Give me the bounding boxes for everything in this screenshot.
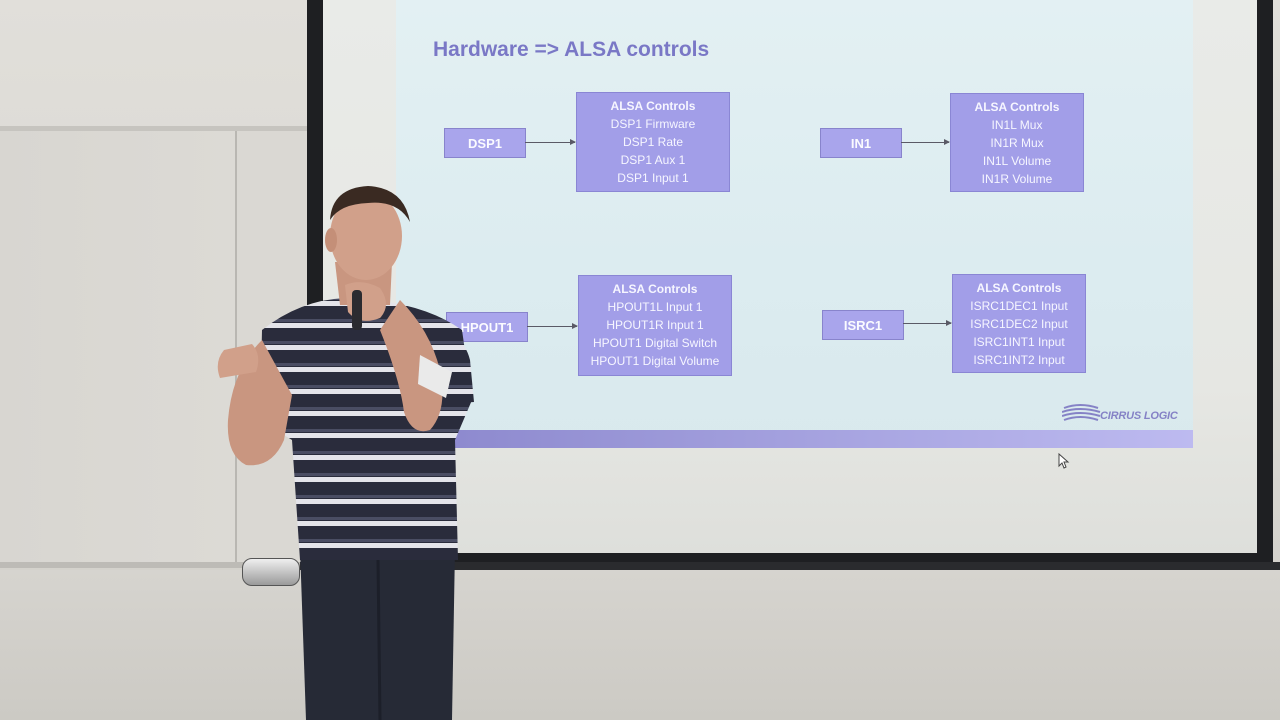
controls-header: ALSA Controls xyxy=(974,100,1060,114)
controls-box-hpout1: ALSA Controls HPOUT1L Input 1 HPOUT1R In… xyxy=(578,275,732,376)
projected-slide: Hardware => ALSA controls DSP1 ALSA Cont… xyxy=(396,0,1193,448)
control-item: DSP1 Rate xyxy=(622,135,684,149)
control-item: DSP1 Input 1 xyxy=(617,171,689,185)
arrow-in1 xyxy=(901,139,950,145)
control-item: DSP1 Aux 1 xyxy=(620,153,686,167)
control-item: ISRC1DEC2 Input xyxy=(970,317,1068,331)
mouse-pointer-icon xyxy=(1058,453,1070,469)
hardware-label: DSP1 xyxy=(468,135,502,151)
slide-title: Hardware => ALSA controls xyxy=(433,38,710,61)
control-item: ISRC1INT1 Input xyxy=(973,335,1065,349)
control-item: IN1L Mux xyxy=(991,118,1043,132)
hardware-box-hpout1: HPOUT1 xyxy=(446,312,528,342)
control-item: IN1L Volume xyxy=(982,154,1052,168)
lower-wall xyxy=(0,570,1280,720)
logo-text: CIRRUS LOGIC xyxy=(1100,410,1178,422)
control-item: DSP1 Firmware xyxy=(610,117,696,131)
hardware-label: IN1 xyxy=(850,135,872,151)
hardware-label: HPOUT1 xyxy=(460,319,514,335)
controls-header: ALSA Controls xyxy=(976,281,1062,295)
whiteboard-rail xyxy=(0,562,300,568)
whiteboard-ledge xyxy=(0,126,307,131)
controls-header: ALSA Controls xyxy=(612,282,698,296)
hardware-box-dsp1: DSP1 xyxy=(444,128,526,158)
control-item: HPOUT1 Digital Volume xyxy=(590,354,720,368)
hardware-box-in1: IN1 xyxy=(820,128,902,158)
control-item: IN1R Volume xyxy=(981,172,1053,186)
controls-box-in1: ALSA Controls IN1L Mux IN1R Mux IN1L Vol… xyxy=(950,93,1084,192)
screen-bottom-bar xyxy=(300,562,1280,570)
control-item: HPOUT1R Input 1 xyxy=(606,318,704,332)
rail-bracket xyxy=(242,558,300,586)
cirrus-logic-logo-icon xyxy=(1062,404,1101,421)
whiteboard-panel xyxy=(0,130,237,565)
control-item: HPOUT1 Digital Switch xyxy=(592,336,718,350)
arrow-isrc1 xyxy=(903,320,952,326)
controls-box-dsp1: ALSA Controls DSP1 Firmware DSP1 Rate DS… xyxy=(576,92,730,192)
hardware-box-isrc1: ISRC1 xyxy=(822,310,904,340)
slide-footer-band xyxy=(396,430,1193,448)
hardware-label: ISRC1 xyxy=(843,317,883,333)
control-item: ISRC1INT2 Input xyxy=(973,353,1065,367)
controls-box-isrc1: ALSA Controls ISRC1DEC1 Input ISRC1DEC2 … xyxy=(952,274,1086,373)
controls-header: ALSA Controls xyxy=(610,99,696,113)
control-item: IN1R Mux xyxy=(990,136,1044,150)
arrow-dsp1 xyxy=(525,139,576,145)
control-item: ISRC1DEC1 Input xyxy=(970,299,1068,313)
control-item: HPOUT1L Input 1 xyxy=(607,300,703,314)
arrow-hpout1 xyxy=(527,323,578,329)
